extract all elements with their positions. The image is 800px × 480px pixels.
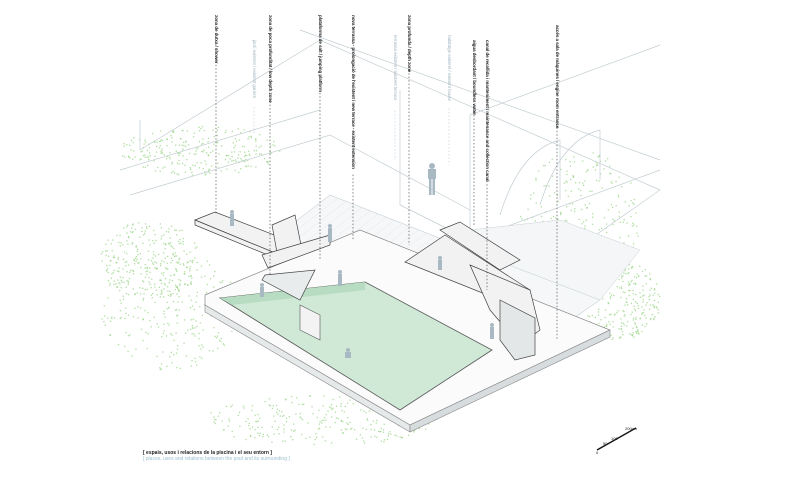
person-figure — [328, 224, 332, 242]
person-figure — [438, 256, 442, 270]
human-figures — [230, 163, 494, 358]
existing-house-lines — [119, 29, 661, 261]
zone-label: zona profunda / depth zone — [407, 15, 412, 73]
caption-english: [ places, uses and relations between the… — [143, 456, 290, 462]
zone-label: terrassa existent / existent terrace — [393, 35, 398, 101]
shower-structure — [194, 211, 331, 301]
label-leader-lines — [215, 61, 558, 340]
scale-tick-50: 50 — [603, 441, 608, 446]
person-figure — [490, 323, 494, 339]
person-figure — [260, 283, 264, 297]
zone-label: jardí existent / existent garden — [252, 40, 257, 99]
person-figure — [428, 163, 436, 195]
zone-label: plataforma de salt / jumping platform — [318, 15, 323, 92]
person-figure — [345, 348, 351, 358]
zone-label: zona de poca profunditat / low depth zon… — [268, 15, 273, 103]
zone-label: accés a sala de màquines / engine room e… — [555, 25, 560, 129]
zone-label: habitatge existent / existent house — [447, 35, 452, 101]
jumping-platform-and-stairs — [404, 221, 541, 361]
scale-tick-100: 100 — [611, 436, 618, 441]
zone-label: canal de recollida i manteniment / maint… — [485, 40, 490, 182]
caption: [ espais, usos i relacions de la piscina… — [143, 450, 290, 462]
person-figure — [338, 270, 342, 286]
scale-bar — [596, 427, 637, 451]
scale-tick-200: 200cm — [625, 426, 638, 431]
caption-catalan: [ espais, usos i relacions de la piscina… — [143, 450, 272, 456]
zone-label: nova terrassa - prolongació de l'existen… — [351, 15, 356, 169]
scale-tick-0: 0 — [596, 450, 599, 455]
person-figure — [230, 210, 234, 226]
zone-label: zona de dutxa / shower — [214, 15, 219, 64]
zone-label: aigua desbordant / boundless water — [472, 40, 477, 115]
